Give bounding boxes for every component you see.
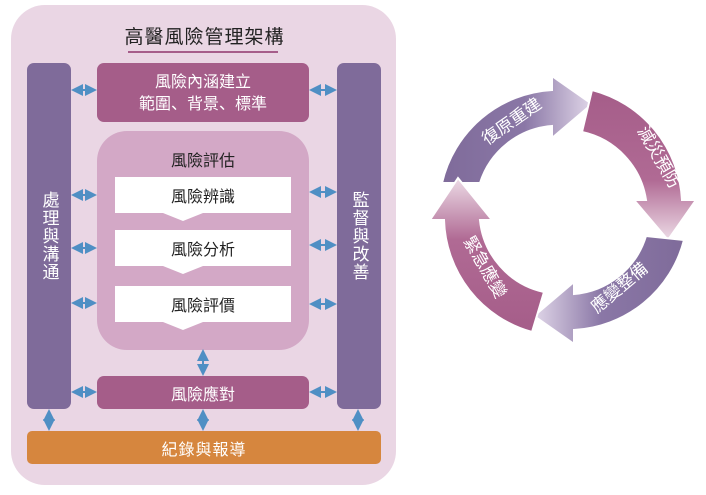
disaster-cycle: 減災預防 應變整備 緊急應變 復原重建 <box>428 74 698 346</box>
step-identification: 風險辨識 <box>115 177 291 221</box>
left-bar-label: 處理與溝通 <box>38 191 59 281</box>
record-label: 紀錄與報導 <box>161 439 247 459</box>
step-label: 風險辨識 <box>170 187 235 206</box>
assessment-title: 風險評估 <box>170 151 235 170</box>
treatment-label: 風險應對 <box>170 384 235 404</box>
context-box: 風險內涵建立 範圍、背景、標準 <box>97 63 309 122</box>
segment-mitigation-arrow <box>580 88 698 242</box>
connector-arrows <box>43 84 364 431</box>
context-line1: 風險內涵建立 <box>154 71 251 91</box>
title-underline <box>128 51 278 53</box>
treatment-box: 風險應對 <box>97 376 309 409</box>
segment-response-arrow <box>428 176 546 334</box>
double-arrow-icons <box>43 84 364 431</box>
step-label: 風險評價 <box>170 296 235 315</box>
right-bar-monitoring: 監督與改善 <box>337 63 381 409</box>
context-line2: 範圍、背景、標準 <box>138 93 267 113</box>
step-label: 風險分析 <box>170 240 235 259</box>
step-evaluation: 風險評價 <box>115 286 291 330</box>
step-analysis: 風險分析 <box>115 230 291 274</box>
left-bar-communication: 處理與溝通 <box>27 63 71 409</box>
record-bar: 紀錄與報導 <box>27 431 381 464</box>
assessment-box: 風險評估 風險辨識 風險分析 風險評價 <box>97 131 309 350</box>
segment-recovery-arrow <box>440 74 594 184</box>
right-bar-label: 監督與改善 <box>348 191 369 281</box>
step-notch <box>163 322 203 330</box>
step-notch <box>163 266 203 274</box>
segment-preparedness-arrow <box>532 234 686 346</box>
step-notch <box>163 213 203 221</box>
framework-title: 高醫風險管理架構 <box>124 26 285 48</box>
